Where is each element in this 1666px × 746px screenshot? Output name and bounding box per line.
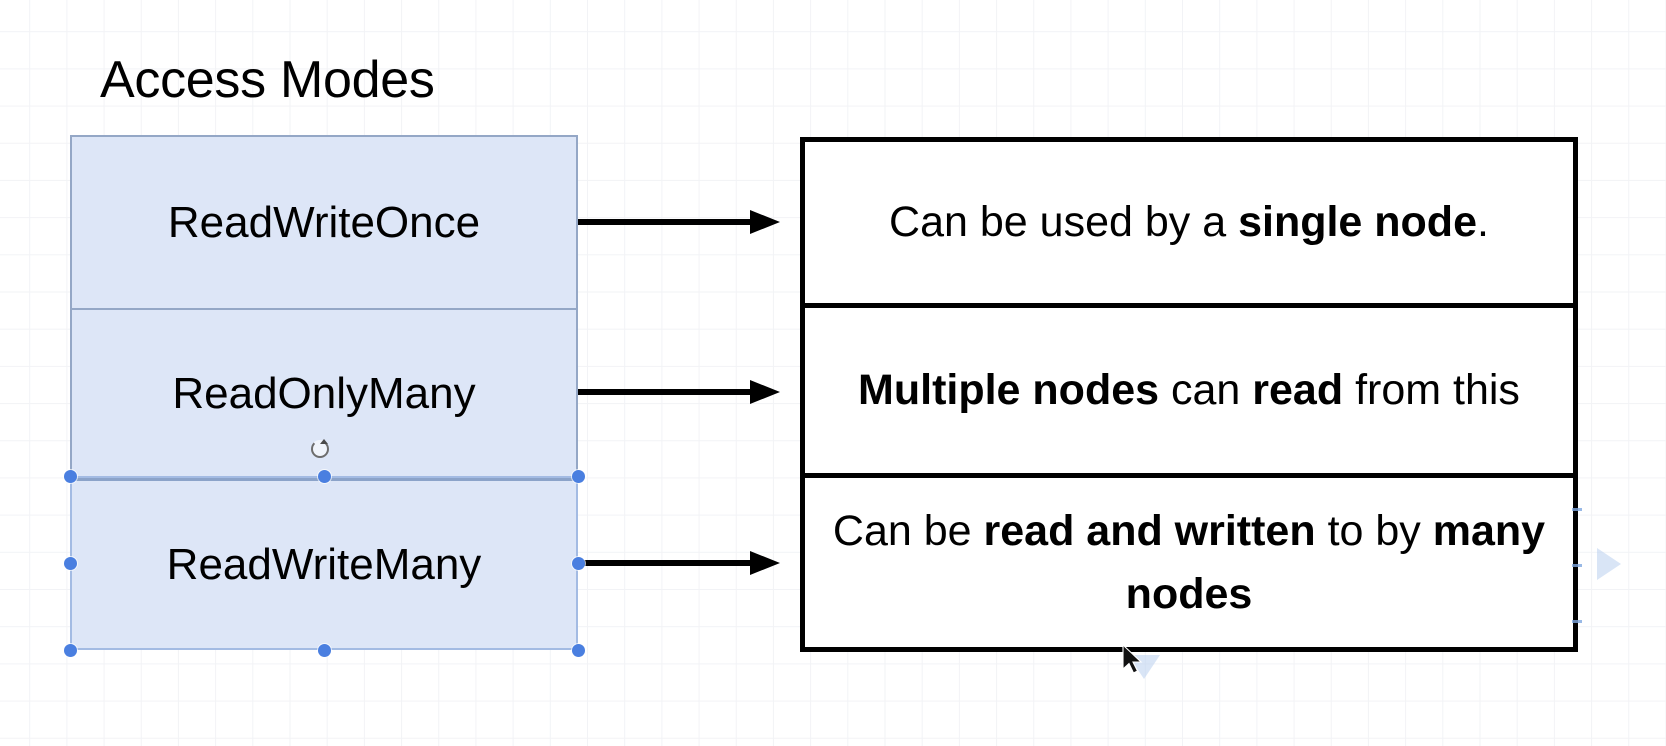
description-row[interactable]: Can be used by a single node. [805,142,1573,303]
description-row[interactable]: Can be read and written to by many nodes [805,473,1573,647]
connection-point-icon[interactable] [1572,508,1582,511]
description-text: Can be read and written to by many nodes [832,506,1546,618]
description-text: Multiple nodes can read from this [858,366,1520,414]
direction-arrow-right-icon[interactable] [1597,548,1621,580]
descriptions-table[interactable]: Can be used by a single node. Multiple n… [800,137,1578,652]
access-modes-table[interactable]: ReadWriteOnce ReadOnlyMany ReadWriteMany [70,135,578,650]
selection-handle-e[interactable] [572,557,585,570]
arrow-shaft [578,560,764,566]
page-title[interactable]: Access Modes [100,51,435,109]
connector-arrow-readwritemany[interactable] [578,551,800,575]
connection-point-icon[interactable] [1572,564,1582,567]
connector-arrow-readonlymany[interactable] [578,380,800,404]
selection-handle-nw[interactable] [64,470,77,483]
selection-handle-s[interactable] [318,644,331,657]
arrow-head-icon [750,380,780,404]
description-text: Can be used by a single node. [889,198,1489,246]
access-mode-row-selected[interactable]: ReadWriteMany [72,478,576,648]
access-mode-label: ReadOnlyMany [172,369,476,418]
arrow-shaft [578,219,764,225]
arrow-shaft [578,389,764,395]
access-mode-label: ReadWriteOnce [167,197,481,247]
description-row[interactable]: Multiple nodes can read from this [805,303,1573,473]
rotate-icon[interactable] [311,439,329,458]
access-mode-row[interactable]: ReadOnlyMany [72,308,576,478]
selection-handle-sw[interactable] [64,644,77,657]
connection-point-icon[interactable] [1572,620,1582,623]
access-mode-label: ReadWriteMany [166,539,482,589]
selection-handle-ne[interactable] [572,470,585,483]
selection-handle-n[interactable] [318,470,331,483]
edge-connection-points[interactable] [1572,500,1582,650]
arrow-head-icon [750,551,780,575]
mouse-cursor-icon [1122,644,1143,674]
selection-handle-se[interactable] [572,644,585,657]
connector-arrow-readwriteonce[interactable] [578,210,800,234]
arrow-head-icon [750,210,780,234]
access-mode-row[interactable]: ReadWriteOnce [72,137,576,308]
selection-handle-w[interactable] [64,557,77,570]
